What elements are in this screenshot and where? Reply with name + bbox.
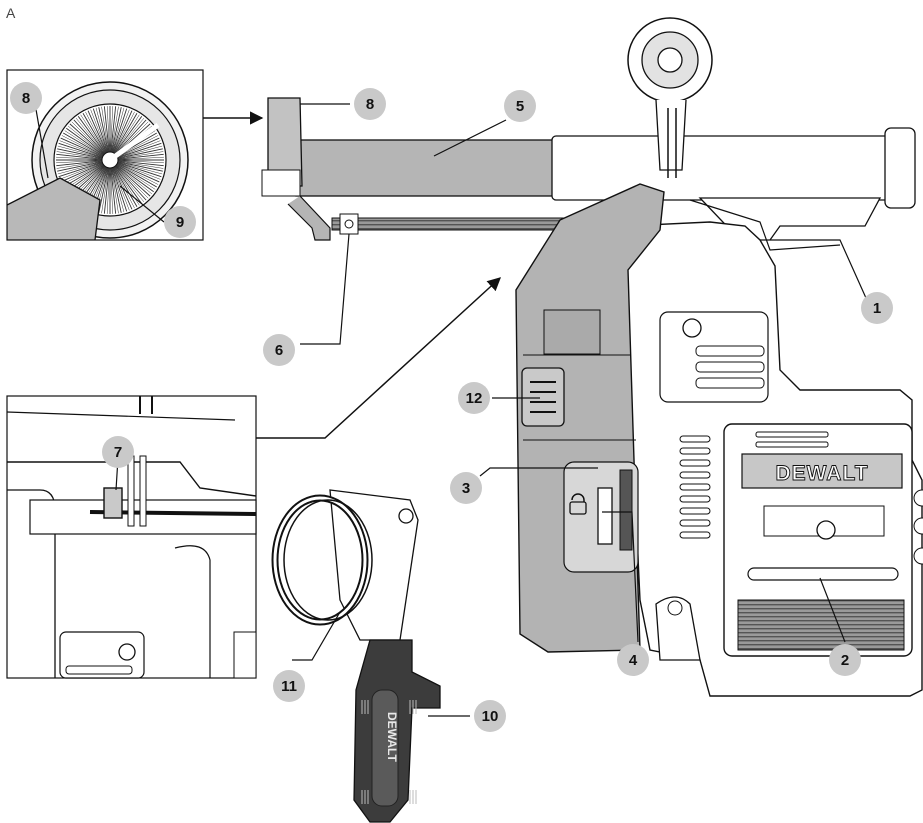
brand-logo: DEWALT — [775, 462, 868, 485]
callout-c8b: 8 — [354, 88, 386, 120]
callout-circle — [450, 472, 482, 504]
grip-ridges — [361, 700, 417, 804]
callout-number: 6 — [275, 342, 283, 359]
callout-c4: 4 — [617, 644, 649, 676]
gray-housing — [515, 183, 701, 661]
callout-circle — [354, 88, 386, 120]
callout-c9: 9 — [164, 206, 196, 238]
side-latch — [521, 367, 565, 427]
callout-circle — [474, 700, 506, 732]
callout-c7: 7 — [102, 436, 134, 468]
depth-rod — [331, 217, 579, 231]
callout-circle — [458, 382, 490, 414]
leader-lines — [33, 97, 867, 717]
callout-c10: 10 — [474, 700, 506, 732]
callout-c3: 3 — [450, 472, 482, 504]
callout-circle — [263, 334, 295, 366]
callout-c5: 5 — [504, 90, 536, 122]
callout-number: 4 — [629, 652, 638, 669]
depth-wheel — [627, 17, 713, 178]
inset-latch-detail — [6, 395, 257, 679]
callout-circle — [617, 644, 649, 676]
callout-circle — [164, 206, 196, 238]
callout-c11: 11 — [273, 670, 305, 702]
callout-number: 12 — [466, 390, 483, 407]
latch-clip — [103, 487, 123, 519]
callout-number: 8 — [22, 90, 30, 107]
nozzle-arm — [7, 177, 101, 240]
callout-c1: 1 — [861, 292, 893, 324]
main-body: DEWALT — [625, 197, 923, 697]
vent-slots — [679, 435, 711, 539]
callout-circle — [10, 82, 42, 114]
inset-brush-detail — [6, 69, 204, 241]
callout-c12: 12 — [458, 382, 490, 414]
callout-number: 7 — [114, 444, 122, 461]
callout-number: 1 — [873, 300, 881, 317]
callout-c6: 6 — [263, 334, 295, 366]
handle-logo: DEWALT — [385, 712, 399, 762]
callout-circle — [829, 644, 861, 676]
callout-number: 2 — [841, 652, 849, 669]
unlock-symbol — [571, 493, 585, 502]
callout-circle — [861, 292, 893, 324]
callout-c8a: 8 — [10, 82, 42, 114]
side-handle: DEWALT — [271, 489, 441, 823]
callout-number: 10 — [482, 708, 499, 725]
callout-circle — [102, 436, 134, 468]
figure-label: A — [6, 5, 16, 21]
callout-number: 5 — [516, 98, 524, 115]
callout-circle — [273, 670, 305, 702]
callout-number: 3 — [462, 480, 470, 497]
callout-circle — [504, 90, 536, 122]
callout-number: 8 — [366, 96, 374, 113]
callout-c2: 2 — [829, 644, 861, 676]
callout-number: 9 — [176, 214, 184, 231]
inset-pointer-line-2 — [256, 277, 501, 439]
callout-number: 11 — [281, 678, 297, 695]
telescope-arm — [261, 97, 916, 241]
release-button — [597, 487, 613, 545]
